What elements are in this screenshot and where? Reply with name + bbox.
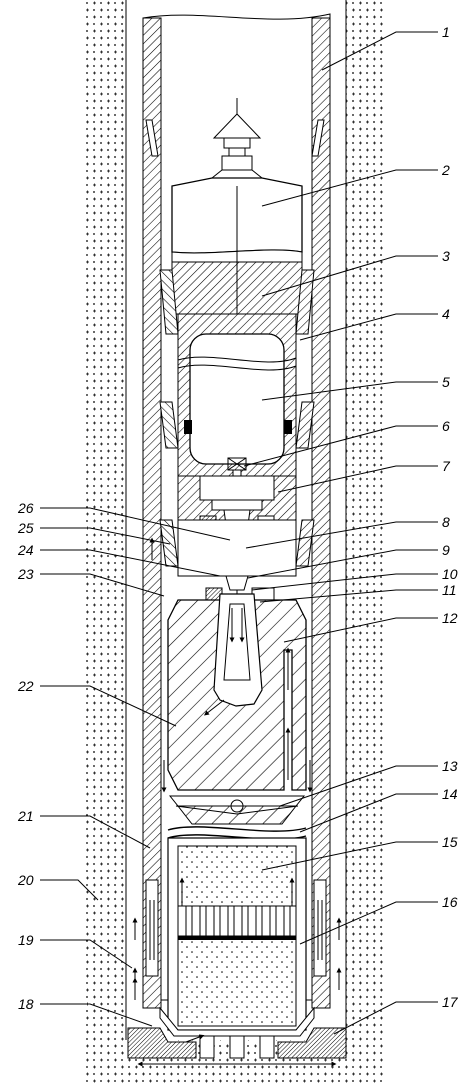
callout-21: 21	[17, 808, 34, 824]
spearhead	[210, 98, 264, 198]
outer-drill-pipe	[142, 13, 331, 1009]
upper-housing	[171, 177, 303, 780]
callout-3: 3	[442, 248, 450, 264]
callout-2: 2	[441, 162, 450, 178]
callout-14: 14	[442, 786, 458, 802]
callout-16: 16	[442, 894, 458, 910]
seal-sleeves	[159, 269, 315, 567]
core-catcher	[177, 905, 297, 940]
callout-5: 5	[442, 374, 450, 390]
leader-lines	[40, 31, 438, 1035]
callout-25: 25	[17, 520, 34, 536]
rock-formation	[86, 0, 386, 1086]
callout-13: 13	[442, 758, 458, 774]
callout-15: 15	[442, 834, 458, 850]
callout-19: 19	[18, 932, 34, 948]
flow-arrows	[132, 537, 342, 1000]
drill-bit	[127, 1006, 347, 1067]
callout-4: 4	[442, 306, 450, 322]
mixing-chamber	[177, 519, 297, 601]
callout-22: 22	[17, 678, 34, 694]
callout-10: 10	[442, 566, 458, 582]
callout-6: 6	[442, 418, 450, 434]
callout-9: 9	[442, 542, 450, 558]
callout-20: 20	[17, 872, 34, 888]
callout-26: 26	[17, 500, 34, 516]
callout-1: 1	[442, 24, 450, 40]
callout-labels: 1 2 3 4 5 6 7 8 9 10 11 12 13 14 15 16 1…	[17, 24, 459, 1012]
jet-pump-body	[167, 593, 307, 791]
callout-12: 12	[442, 610, 458, 626]
callout-8: 8	[442, 514, 450, 530]
callout-17: 17	[442, 994, 459, 1010]
callout-11: 11	[442, 582, 457, 598]
callout-24: 24	[17, 542, 34, 558]
callout-7: 7	[442, 458, 451, 474]
callout-18: 18	[18, 996, 34, 1012]
check-valve	[161, 760, 313, 825]
callout-23: 23	[17, 566, 34, 582]
motor-chamber	[177, 313, 297, 479]
break-line	[167, 826, 307, 840]
